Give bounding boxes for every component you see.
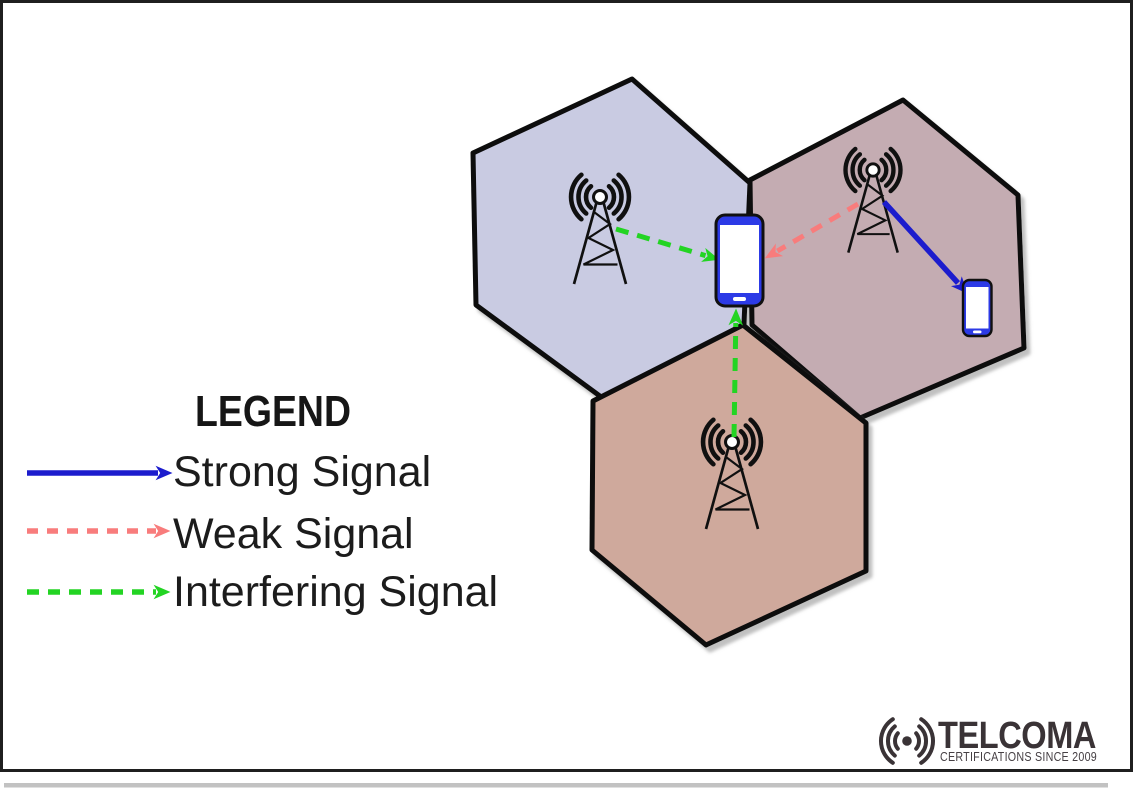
page-border [0,0,1133,772]
legend-weak-signal-label: Weak Signal [173,510,414,558]
radio-waves-icon [879,717,935,765]
telcoma-logo: TELCOMA CERTIFICATIONS SINCE 2009 [879,715,1097,765]
strong-signal-arrow [881,200,968,294]
weak-signal-arrow [764,201,860,259]
legend-strong-signal-label: Strong Signal [173,448,431,496]
phone-screen [966,287,989,329]
center-phone [714,213,765,308]
legend: LEGEND Strong Signal Weak Signal Interfe… [27,387,498,616]
logo-tagline-text: CERTIFICATIONS SINCE 2009 [940,749,1097,764]
right-phone [961,278,993,338]
interfering-signal-arrow-left [615,226,720,262]
logo-brand-text: TELCOMA [938,715,1096,757]
phone-home-button [973,330,982,334]
interfering-signal-arrow-bottom [728,308,744,438]
cell-hexagon-bottom [589,322,869,648]
phone-screen [720,225,759,293]
legend-title: LEGEND [195,387,351,436]
legend-interfering-signal-label: Interfering Signal [173,568,498,616]
page-shadow [4,783,1108,788]
phone-home-button [733,297,746,301]
radio-waves-icon-dot [902,736,912,746]
